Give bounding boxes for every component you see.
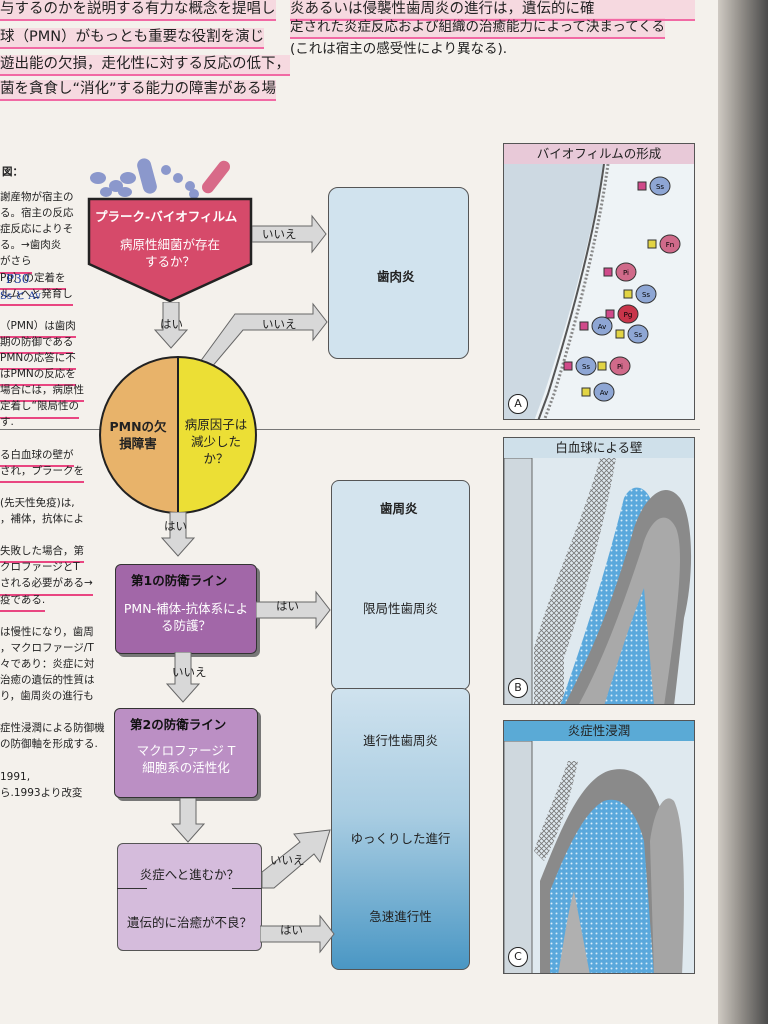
- plaque-title: プラーク-バイオフィルム: [95, 206, 237, 225]
- question-genetic: 遺伝的に治癒が不良？: [117, 914, 262, 931]
- panel-title: 白血球による壁: [504, 438, 694, 459]
- periodontitis-label: 歯周炎: [380, 498, 418, 517]
- bacterium-label: Pg: [624, 311, 633, 319]
- panel-marker: B: [508, 678, 528, 698]
- adhesin-icon: [580, 322, 588, 330]
- arrow-down-icon: [170, 798, 206, 844]
- no-label: いいえ: [262, 226, 297, 242]
- adhesin-icon: [616, 330, 624, 338]
- top-text-line: 炎あるいは侵襲性歯周炎の進行は，遺伝的に確: [290, 0, 695, 19]
- pmn-defect-label: PMNの欠損障害: [108, 418, 168, 452]
- panel-title: 炎症性浸潤: [504, 721, 694, 742]
- top-text-line: (これは宿主の感受性により異なる).: [290, 40, 507, 59]
- yes-label: はい: [160, 316, 183, 332]
- pathogen-question: 病原因子は減少したか？: [180, 416, 252, 467]
- adhesin-icon: [604, 268, 612, 276]
- divider: [117, 888, 147, 889]
- page-edge: [718, 0, 768, 1024]
- left-column-line: 疫である.: [0, 591, 45, 610]
- panel-leukocyte-wall: 白血球による壁 B: [503, 437, 695, 705]
- handwritten-note: P30: [6, 272, 29, 286]
- adhesin-icon: [598, 362, 606, 370]
- question-inflammation: 炎症へと進むか？: [117, 866, 262, 883]
- top-text-line: 遊出能の欠損，走化性に対する反応の低下，: [0, 55, 290, 74]
- panel-marker: C: [508, 947, 528, 967]
- yes-label: はい: [164, 518, 187, 534]
- bacterium-label: Pi: [623, 269, 629, 277]
- top-text-line: 与するのかを説明する有力な概念を提唱し: [0, 0, 276, 19]
- panel-marker: A: [508, 394, 528, 414]
- adhesin-icon: [648, 240, 656, 248]
- left-column-line: り，歯周炎の進行も: [0, 687, 94, 706]
- left-column-heading: 図：: [2, 163, 23, 182]
- yes-label: はい: [276, 598, 299, 614]
- slow-progression-label: ゆっくりした進行: [331, 830, 470, 847]
- handwritten-note: Ss と Av: [0, 287, 41, 302]
- first-defense-title: 第1の防衛ライン: [131, 570, 227, 589]
- adhesin-icon: [606, 310, 614, 318]
- top-text-line: 定された炎症反応および組織の治癒能力によって決まってくる: [290, 18, 665, 37]
- top-text-line: 菌を貪食し“消化”する能力の障害がある場: [0, 80, 276, 99]
- gingivitis-label: 歯肉炎: [377, 266, 415, 285]
- localized-periodontitis: 限局性歯周炎: [331, 600, 470, 617]
- first-defense-text: PMN-補体-抗体系による防護？: [122, 600, 250, 634]
- inflammatory-infiltrate-illustration: [504, 741, 695, 974]
- textbook-page: 与するのかを説明する有力な概念を提唱し 球（PMN）がもっとも重要な役割を演じ …: [0, 0, 718, 1024]
- adhesin-icon: [582, 388, 590, 396]
- second-defense-title: 第2の防衛ライン: [130, 714, 226, 733]
- top-text-line: 球（PMN）がもっとも重要な役割を演じ: [0, 28, 264, 47]
- no-label: いいえ: [172, 664, 207, 680]
- rapid-progression-label: 急速進行性: [331, 908, 470, 925]
- left-column-line: ，補体，抗体によ: [0, 510, 84, 529]
- biofilm-illustration: SsFnPiSsPgSsAvPiSsAv: [504, 164, 695, 420]
- question-box: [117, 843, 262, 951]
- yes-label: はい: [280, 922, 303, 938]
- progressive-label: 進行性歯周炎: [331, 732, 470, 749]
- adhesin-icon: [638, 182, 646, 190]
- left-column-line: の防御軸を形成する.: [0, 735, 98, 754]
- bacteria-icon: [86, 148, 256, 200]
- bacterium-label: Ss: [656, 183, 664, 191]
- plaque-question: 病原性細菌が存在するか？: [120, 236, 220, 270]
- bacterium-label: Fn: [666, 241, 674, 249]
- second-defense-text: マクロファージ T細胞系の活性化: [136, 742, 236, 776]
- bacterium-label: Av: [598, 323, 607, 331]
- panel-title: バイオフィルムの形成: [504, 144, 694, 165]
- panel-inflammatory-infiltrate: 炎症性浸潤 C: [503, 720, 695, 974]
- bacterium-label: Ss: [634, 331, 642, 339]
- bacterium-label: Pi: [617, 363, 623, 371]
- bacterium-label: Ss: [582, 363, 590, 371]
- no-label: いいえ: [270, 852, 305, 868]
- adhesin-icon: [564, 362, 572, 370]
- left-column-line: され，プラークを: [0, 462, 84, 481]
- adhesin-icon: [624, 290, 632, 298]
- bacterium-label: Ss: [642, 291, 650, 299]
- leukocyte-wall-illustration: [504, 458, 695, 705]
- bacterium-label: Av: [600, 389, 609, 397]
- left-column-line: ら.1993より改変: [0, 784, 82, 803]
- divider: [232, 888, 262, 889]
- no-label: いいえ: [262, 316, 297, 332]
- progressive-periodontitis-box: [331, 688, 470, 970]
